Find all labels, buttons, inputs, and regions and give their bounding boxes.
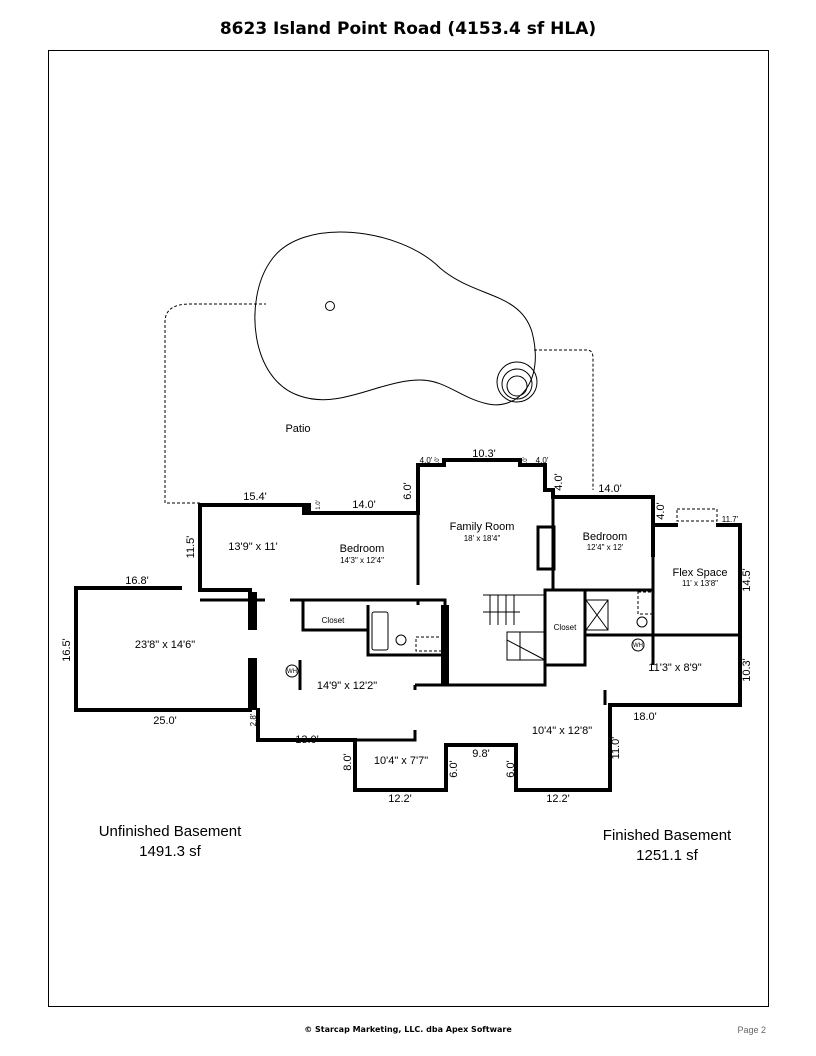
svg-text:6.0': 6.0' [402, 482, 414, 499]
svg-text:1.0': 1.0' [435, 457, 441, 467]
walls [74, 458, 742, 792]
svg-text:11.0': 11.0' [610, 737, 622, 760]
svg-text:25.0': 25.0' [153, 715, 177, 727]
svg-text:1.0': 1.0' [316, 500, 322, 510]
svg-text:4.0': 4.0' [536, 456, 549, 465]
pool-drain [325, 301, 335, 311]
room-size-flex-space: 11' x 13'8" [682, 579, 718, 588]
room-label-family-room: Family Room [450, 521, 515, 533]
water-heater-icon [631, 638, 645, 652]
svg-text:14.5': 14.5' [741, 568, 753, 592]
svg-text:16.5': 16.5' [61, 638, 73, 662]
svg-text:10.3': 10.3' [472, 448, 496, 460]
finished-area-sf: 1251.1 sf [636, 847, 699, 864]
room-size-14-9: 14'9" x 12'2" [317, 680, 377, 692]
room-label-bedroom-left: Bedroom [340, 543, 385, 555]
svg-text:15.4': 15.4' [243, 491, 267, 503]
svg-text:6.0': 6.0' [505, 760, 517, 777]
svg-text:14.0': 14.0' [352, 499, 376, 511]
water-heater-icon [285, 664, 299, 678]
svg-text:8.0': 8.0' [342, 753, 354, 770]
page-title: 8623 Island Point Road (4153.4 sf HLA) [219, 19, 597, 39]
room-label-flex-space: Flex Space [672, 567, 727, 579]
water-heater-label: WH [633, 643, 643, 649]
dimension-labels: 15.4' 11.5' 16.8' 16.5' 25.0' 2.8' 13.0'… [61, 448, 753, 805]
svg-text:13.0': 13.0' [295, 734, 319, 746]
svg-text:12.2': 12.2' [388, 793, 412, 805]
svg-text:4.0': 4.0' [655, 502, 667, 519]
svg-text:16.8': 16.8' [125, 575, 149, 587]
unfinished-area-label: Unfinished Basement [99, 823, 242, 840]
room-label-bedroom-right: Bedroom [583, 531, 628, 543]
pool [254, 231, 536, 406]
room-size-10-4-12-8: 10'4" x 12'8" [532, 725, 592, 737]
finished-area-label: Finished Basement [603, 827, 732, 844]
svg-text:4.0': 4.0' [553, 473, 565, 490]
patio-outline-right [534, 349, 594, 490]
room-size-bedroom-left: 14'3" x 12'4" [340, 556, 384, 565]
room-label-patio: Patio [285, 423, 310, 435]
svg-text:1.0': 1.0' [523, 457, 529, 467]
svg-text:6.0': 6.0' [448, 760, 460, 777]
room-size-11-3: 11'3" x 8'9" [648, 662, 701, 674]
room-size-13-9: 13'9" x 11' [228, 541, 278, 553]
spa-icon [496, 361, 538, 403]
room-size-family-room: 18' x 18'4" [464, 534, 501, 543]
svg-text:9.8': 9.8' [472, 748, 489, 760]
svg-text:14.0': 14.0' [598, 483, 622, 495]
svg-text:4.0': 4.0' [420, 456, 433, 465]
svg-text:2.8': 2.8' [249, 713, 258, 726]
unfinished-area-sf: 1491.3 sf [139, 843, 202, 860]
plan-frame [48, 50, 769, 1007]
svg-text:18.0': 18.0' [633, 711, 657, 723]
copyright-footer: © Starcap Marketing, LLC. dba Apex Softw… [304, 1025, 512, 1034]
water-heater-label: WH [287, 669, 297, 675]
svg-text:11.5': 11.5' [185, 536, 197, 559]
room-size-unfinished: 23'8" x 14'6" [135, 639, 195, 651]
svg-text:10.3': 10.3' [741, 658, 753, 682]
room-label-closet-right: Closet [554, 623, 577, 632]
room-size-bedroom-right: 12'4" x 12' [587, 543, 624, 552]
svg-text:12.2': 12.2' [546, 793, 570, 805]
page-number: Page 2 [737, 1025, 766, 1035]
room-size-10-4-7-7: 10'4" x 7'7" [374, 755, 428, 767]
svg-text:11.7': 11.7' [722, 515, 739, 524]
patio-outline [164, 303, 266, 504]
room-label-closet-left: Closet [322, 616, 345, 625]
